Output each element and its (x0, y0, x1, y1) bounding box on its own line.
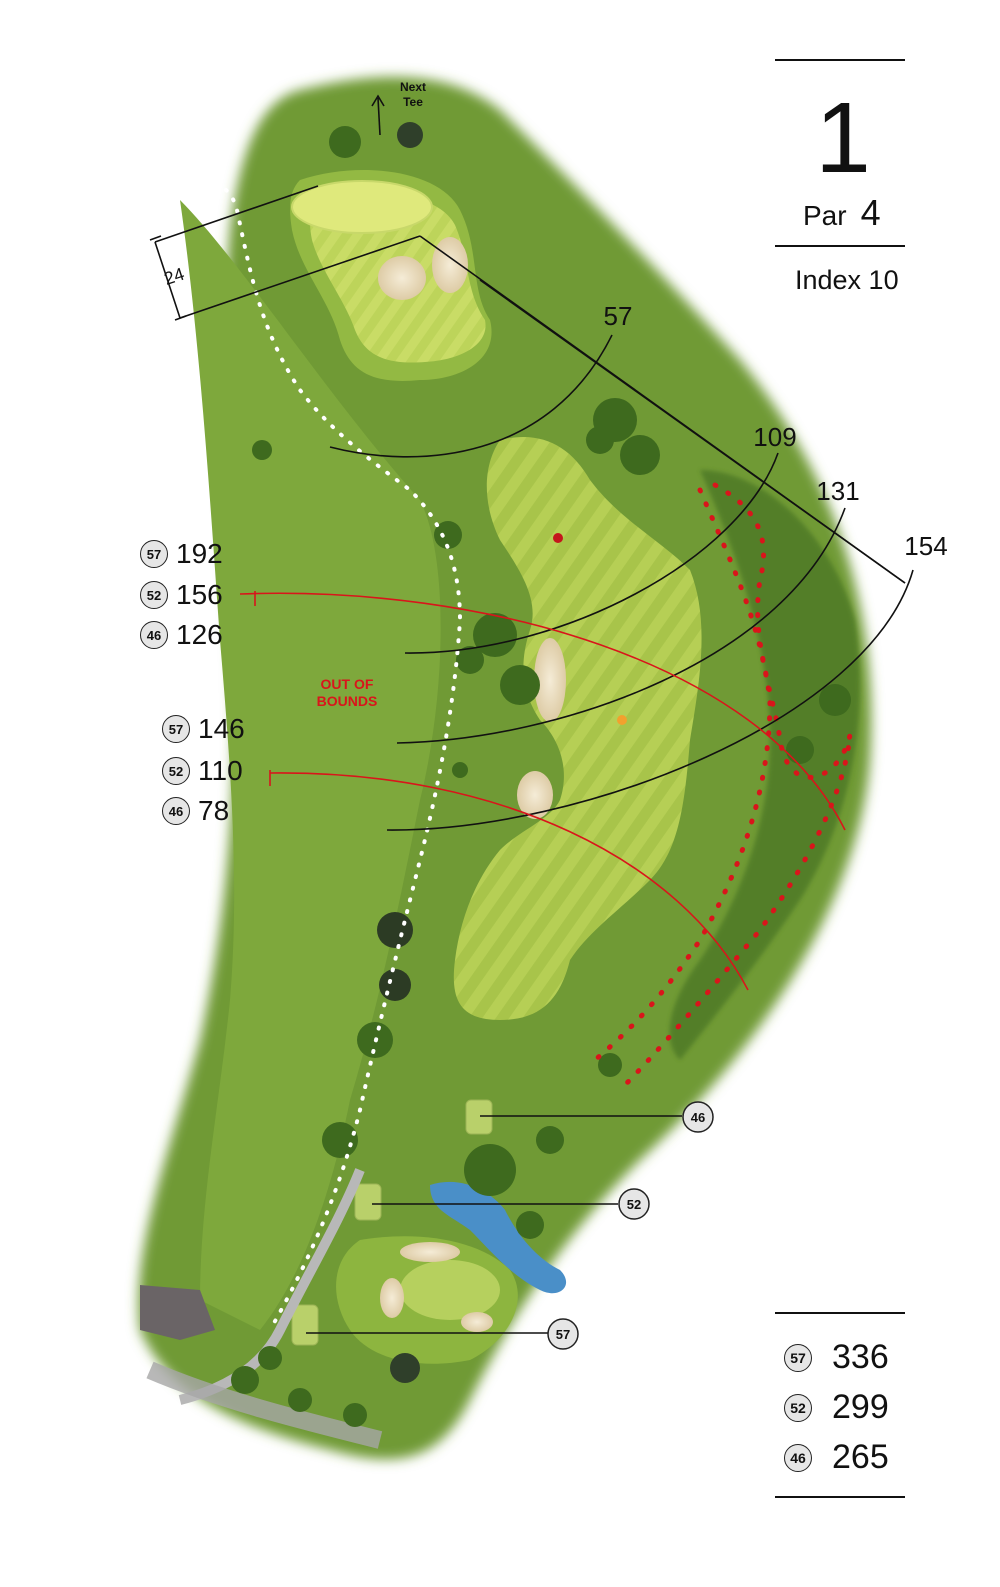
layup-distance: 146 (198, 713, 245, 744)
road (146, 1361, 383, 1449)
layup-distance: 192 (176, 538, 223, 569)
tee-badge: 52 (162, 757, 190, 785)
distance-arcs (149, 94, 914, 831)
tee-badge: 57 (784, 1343, 812, 1372)
hole-index: Index 10 (795, 265, 899, 295)
tee-bunker-2 (380, 1278, 404, 1318)
penalty-line-inner (592, 487, 773, 1063)
arc-distance-57: 57 (604, 301, 633, 331)
tee-badge: 52 (784, 1393, 812, 1422)
layup-distance: 110 (198, 755, 243, 786)
arc-distance-154: 154 (904, 531, 947, 561)
layup-distance: 156 (176, 579, 223, 610)
tee-badge-52: 52 (618, 1188, 650, 1220)
pin-marker (553, 533, 563, 543)
layup-row: 46 126 (140, 619, 223, 651)
yardage-row: 46 265 (784, 1438, 889, 1477)
tee-bunker-1 (400, 1242, 460, 1262)
tee-box-57 (291, 1304, 319, 1346)
tee-connectors (306, 1115, 682, 1334)
putting-green (291, 180, 433, 234)
svg-text:57: 57 (556, 1327, 570, 1342)
svg-text:46: 46 (691, 1110, 705, 1125)
next-tee-label-2: Tee (403, 95, 423, 109)
svg-text:52: 52 (627, 1197, 641, 1212)
tee-badge-46: 46 (682, 1101, 714, 1133)
layup-arcs (239, 591, 846, 991)
bunker-fairway-2 (517, 771, 553, 819)
layup-row: 52 110 (162, 755, 243, 787)
bunker-green-left (378, 256, 426, 300)
par-value: 4 (860, 192, 881, 233)
right-dense-rough (669, 470, 860, 1060)
building (140, 1285, 215, 1340)
yardage-top-rule (775, 1312, 905, 1314)
oob-label-line2: BOUNDS (317, 693, 378, 709)
water-hazard (430, 1181, 567, 1294)
layup-row: 46 78 (162, 795, 229, 827)
next-tee-label: Next (400, 80, 426, 94)
hole-number: 1 (815, 82, 871, 194)
layup-row: 52 156 (140, 579, 223, 611)
tee-box-52 (354, 1183, 382, 1221)
tee-badge: 46 (140, 621, 168, 649)
tee-bunker-3 (461, 1312, 493, 1332)
par-info: Par 4 (803, 192, 881, 234)
oob-label-line1: OUT OF (321, 676, 374, 692)
target-marker (617, 715, 627, 725)
tee-green-area (400, 1260, 500, 1320)
tee-badge: 52 (140, 581, 168, 609)
tee-badge-57: 57 (547, 1318, 579, 1350)
bunker-green-right (432, 237, 468, 293)
bunker-fairway-1 (534, 638, 566, 722)
yardage-bottom-rule (775, 1496, 905, 1498)
left-rough (180, 200, 441, 1330)
green-width-label: 24 (162, 264, 187, 289)
layup-row: 57 192 (140, 538, 223, 570)
tee-badge: 57 (162, 715, 190, 743)
layup-row: 57 146 (162, 713, 245, 745)
tee-badge: 57 (140, 540, 168, 568)
cart-path (178, 1168, 365, 1405)
yardage-value: 336 (832, 1338, 889, 1376)
yardage-value: 265 (832, 1438, 889, 1476)
oob-line (178, 179, 463, 1332)
tee-badge: 46 (162, 797, 190, 825)
arc-distance-109: 109 (753, 422, 796, 452)
tee-box-46 (465, 1099, 493, 1135)
yardage-row: 52 299 (784, 1388, 889, 1427)
par-label: Par (803, 200, 847, 231)
panel-mid-rule (775, 245, 905, 247)
panel-top-rule (775, 59, 905, 61)
yardage-row: 57 336 (784, 1338, 889, 1377)
yardage-value: 299 (832, 1388, 889, 1426)
tee-badge: 46 (784, 1443, 812, 1472)
fairway (453, 436, 702, 1020)
layup-distance: 126 (176, 619, 223, 650)
layup-distance: 78 (198, 795, 230, 826)
arc-distance-131: 131 (816, 476, 859, 506)
